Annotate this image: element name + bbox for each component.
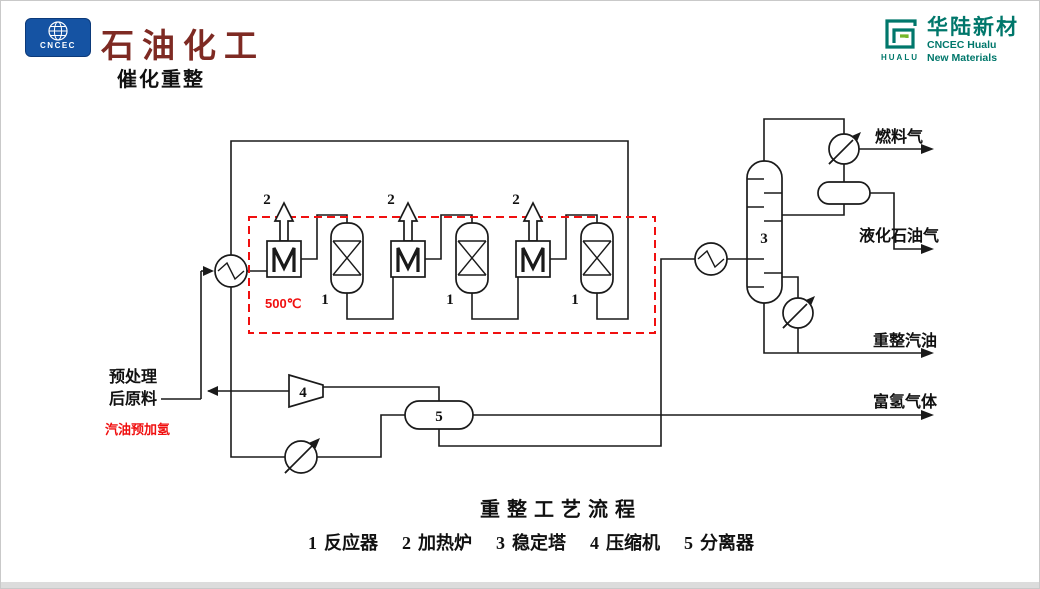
hualu-brand-name: 华陆新材 [927,16,1019,39]
output-label-hydrogen: 富氢气体 [873,392,938,411]
reactor-3-vessel [580,222,614,294]
page-title: 催化重整 [117,69,205,91]
cncec-logo: CNCEC [25,18,91,57]
heat-exchanger-2-symbol [694,242,728,276]
slide-bottom-edge [1,582,1039,588]
globe-icon [48,21,68,41]
reflux-drum-vessel [817,181,871,205]
column-number: 3 [760,231,768,247]
compressor-number: 4 [299,385,307,401]
legend-name: 压缩机 [606,533,660,553]
hualu-sub2: New Materials [927,52,998,65]
separator-number: 5 [435,409,443,425]
legend-name: 稳定塔 [512,533,566,553]
compressor-symbol [288,373,324,409]
legend-num: 1 [308,533,317,553]
legend-name: 加热炉 [418,533,472,553]
legend-name: 反应器 [324,533,378,553]
reactor-2-number: 1 [446,292,454,308]
furnace-3-symbol [515,201,551,278]
furnace-2-symbol [390,201,426,278]
feed-red-note: 汽油预加氢 [105,422,170,437]
furnace-2-stack-arrow [397,201,419,242]
cooler-arrows [284,139,854,474]
legend-item-reactor: 1 反应器 [308,529,378,555]
legend-name: 分离器 [700,533,754,553]
furnace-3-number: 2 [512,192,520,208]
legend-num: 2 [402,533,411,553]
legend-num: 3 [496,533,505,553]
furnace-3-stack-arrow [522,201,544,242]
feed-label-line1: 预处理 [109,367,157,386]
legend-item-compressor: 4 压缩机 [590,529,660,555]
process-lines [161,118,922,474]
feed-label-line2: 后原料 [109,389,157,408]
hualu-logo: HUALU 华陆新材 CNCEC Hualu New Materials [881,16,1019,65]
furnace-1-symbol [266,201,302,278]
flow-arrowheads [203,132,934,449]
temperature-label: 500℃ [265,296,301,311]
separator-vessel [404,400,474,430]
cncec-logo-text: CNCEC [40,41,76,50]
stabilizer-column-vessel [746,160,783,304]
output-label-reformate: 重整汽油 [873,331,937,350]
furnace-2-number: 2 [387,192,395,208]
hualu-icon [885,19,917,49]
furnace-1-number: 2 [263,192,271,208]
hualu-sub1: CNCEC Hualu [927,39,997,52]
legend-num: 5 [684,533,693,553]
legend-item-column: 3 稳定塔 [496,529,566,555]
burner-icon [521,247,545,272]
burner-icon [272,247,296,272]
reactor-1-vessel [330,222,364,294]
legend-item-furnace: 2 加热炉 [402,529,472,555]
legend-num: 4 [590,533,599,553]
heat-exchanger-1-symbol [214,254,248,288]
reactor-3-number: 1 [571,292,579,308]
hualu-icon-word: HUALU [881,53,919,62]
output-label-fuel-gas: 燃料气 [875,127,923,146]
output-label-lpg: 液化石油气 [859,226,939,245]
diagram-caption: 重整工艺流程 [480,499,642,521]
legend-item-separator: 5 分离器 [684,529,754,555]
burner-icon [396,247,420,272]
reactor-1-number: 1 [321,292,329,308]
reactor-2-vessel [455,222,489,294]
company-brand-text: 石油化工 [101,29,265,65]
furnace-1-stack-arrow [273,201,295,242]
diagram-legend: 1 反应器 2 加热炉 3 稳定塔 4 压缩机 5 分离器 [101,529,961,555]
red-highlight-box [248,216,656,334]
